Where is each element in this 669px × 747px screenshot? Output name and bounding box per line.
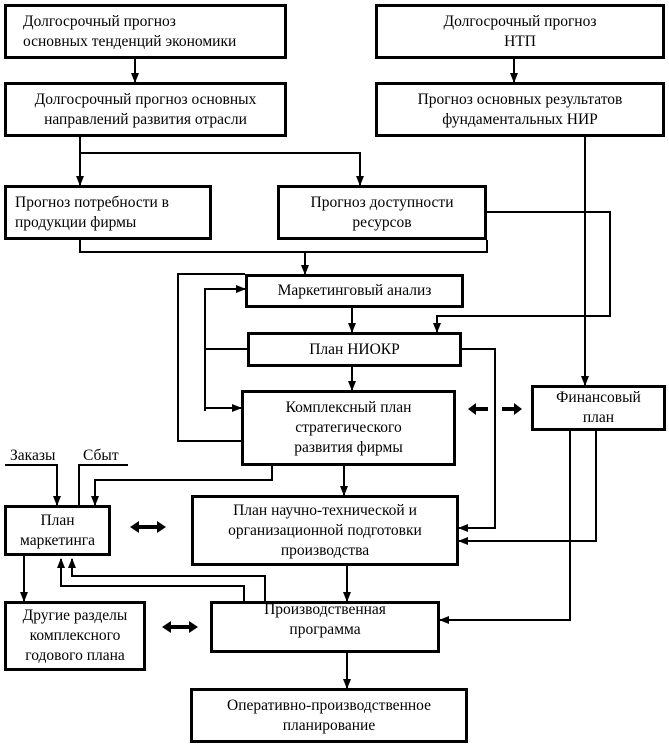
box-other-sections-label: Другие разделы комплексного годового пла… — [22, 607, 128, 664]
box-ntp-forecast: Долгосрочный прогноз НТП — [375, 4, 665, 59]
box-financial-plan: Финансовый план — [531, 385, 666, 431]
box-econ-forecast-label: Долгосрочный прогноз основных тенденций … — [23, 12, 237, 50]
box-other-sections: Другие разделы комплексного годового пла… — [4, 601, 146, 671]
box-marketing-plan-label: План маркетинга — [20, 511, 95, 549]
box-niokr-plan-label: План НИОКР — [309, 340, 400, 358]
box-nir-forecast-label: Прогноз основных результатов фундаментал… — [417, 90, 623, 128]
box-resources-forecast: Прогноз доступности ресурсов — [277, 185, 487, 240]
arrow-resources-to-niokr — [433, 211, 611, 333]
double-arrow-other-production — [162, 621, 198, 633]
box-marketing-plan: План маркетинга — [4, 505, 111, 556]
box-resources-forecast-label: Прогноз доступности ресурсов — [310, 193, 454, 231]
box-production-program-label: Производственная программа — [264, 601, 386, 638]
box-financial-plan-label: Финансовый план — [556, 389, 641, 426]
box-industry-forecast-label: Долгосрочный прогноз основных направлени… — [34, 90, 257, 128]
box-strategic-plan-label: Комплексный план стратегического развити… — [285, 399, 412, 456]
box-econ-forecast: Долгосрочный прогноз основных тенденций … — [4, 4, 287, 59]
feedback-tech-to-marketing — [57, 558, 245, 601]
arrow-financial-to-production — [439, 431, 571, 624]
box-niokr-plan: План НИОКР — [247, 332, 462, 367]
arrow-financial-to-tech — [458, 431, 597, 545]
connector-needs-down — [79, 240, 488, 253]
box-ntp-forecast-label: Долгосрочный прогноз НТП — [443, 12, 597, 50]
arrow-strategic-to-marketing — [91, 466, 273, 506]
box-operational-planning-label: Оперативно-производственное планирование — [227, 696, 431, 734]
arrow-industry-to-resources — [80, 152, 364, 186]
label-orders: Заказы — [10, 447, 56, 464]
box-tech-prep-plan-label: План научно-технической и организационно… — [228, 501, 422, 559]
loop-outer — [177, 273, 245, 442]
box-strategic-plan: Комплексный план стратегического развити… — [241, 390, 456, 466]
double-arrow-strategic-financial — [468, 403, 488, 415]
box-needs-forecast-label: Прогноз потребности в продукции фирмы — [15, 193, 169, 231]
box-tech-prep-plan: План научно-технической и организационно… — [191, 495, 459, 566]
box-marketing-analysis-label: Маркетинговый анализ — [277, 282, 432, 299]
box-operational-planning: Оперативно-производственное планирование — [190, 688, 468, 743]
double-arrow-strategic-financial-right — [502, 403, 522, 415]
box-marketing-analysis: Маркетинговый анализ — [245, 274, 464, 308]
sales-line — [78, 464, 128, 505]
box-industry-forecast: Долгосрочный прогноз основных направлени… — [4, 82, 287, 137]
double-arrow-marketing-tech — [130, 521, 166, 533]
loop-inner-to-analysis — [204, 285, 246, 411]
box-nir-forecast: Прогноз основных результатов фундаментал… — [375, 82, 665, 137]
box-needs-forecast: Прогноз потребности в продукции фирмы — [4, 185, 212, 240]
label-sales: Сбыт — [83, 447, 119, 464]
feedback-production-to-marketing — [68, 558, 266, 601]
orders-line — [5, 464, 61, 506]
box-production-program: Производственная программа — [210, 601, 440, 653]
arrow-niokr-to-tech — [458, 348, 496, 532]
